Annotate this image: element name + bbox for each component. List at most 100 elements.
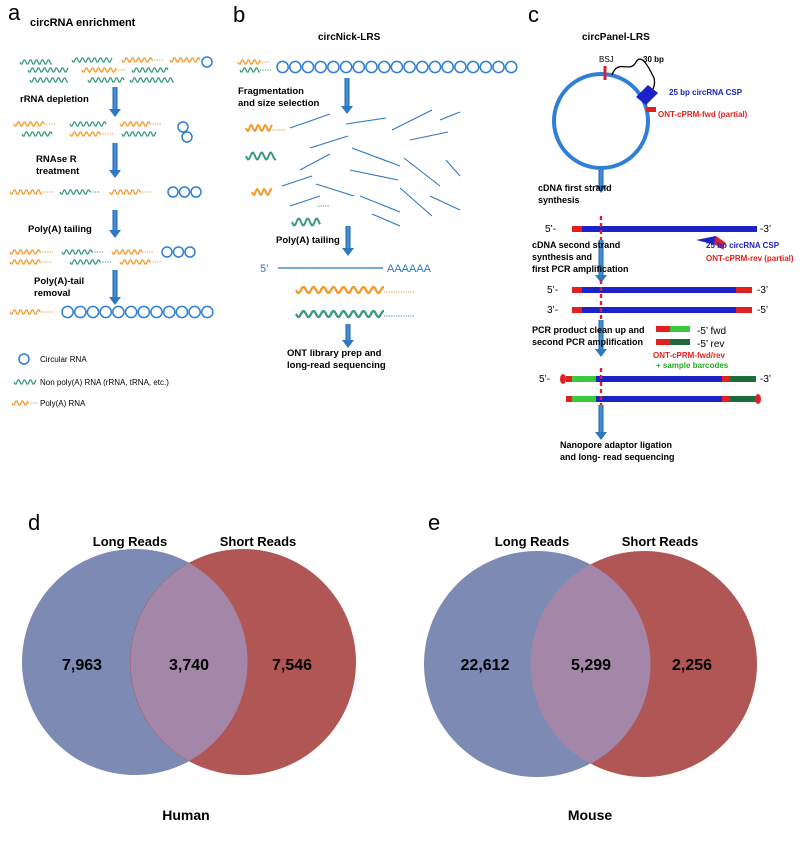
circular-rna	[352, 60, 366, 74]
rna-fragment	[309, 135, 349, 149]
process-arrow-head	[595, 432, 607, 440]
legend-polya-rna: Poly(A) RNA	[40, 399, 86, 408]
venn-e-species: Mouse	[568, 807, 613, 823]
fwd-partial-label: ONT-cPRM-fwd (partial)	[658, 110, 748, 119]
process-arrow	[112, 87, 118, 110]
adapter-red	[572, 307, 582, 313]
panel-b-title: circNick-LRS	[318, 32, 381, 43]
process-arrow	[598, 170, 604, 186]
circular-rna	[150, 305, 163, 319]
strand4-end: -3’	[760, 374, 771, 385]
adapter-red	[736, 307, 752, 313]
step-nanopore-2: and long- read sequencing	[560, 452, 675, 462]
circular-rna	[479, 60, 493, 74]
circular-rna	[454, 60, 467, 74]
process-arrow-head	[595, 349, 607, 357]
circular-rna	[178, 186, 191, 198]
process-arrow	[598, 405, 604, 433]
circular-rna	[184, 246, 196, 258]
venn-e-short-label: Short Reads	[622, 534, 699, 549]
strand1-five: 5’-	[545, 224, 556, 235]
orange-rna-strand	[9, 189, 42, 195]
venn-e-overlap	[530, 564, 651, 764]
rna-fragment	[349, 169, 399, 181]
green-rna-strand	[19, 59, 52, 65]
process-arrow	[345, 226, 351, 249]
strand2-end: -3’	[757, 285, 768, 296]
legend-circular-rna-icon	[18, 353, 30, 365]
circular-rna	[86, 305, 100, 319]
circular-rna	[162, 305, 176, 319]
circular-rna	[466, 60, 480, 74]
circular-rna	[124, 305, 138, 319]
panel-c-title: circPanel-LRS	[582, 32, 650, 43]
step-polya-removal-2: removal	[34, 288, 70, 299]
rev-partial-tag	[714, 236, 726, 249]
circrna-circle	[552, 72, 650, 170]
fwd-rev-label: ONT-cPRM-fwd/rev	[653, 351, 726, 360]
primer-red	[656, 326, 670, 332]
process-arrow	[598, 320, 604, 350]
step-cdna-second: cDNA second strand	[532, 240, 620, 250]
green-rna-strand	[245, 151, 277, 161]
green-rna-strand	[69, 121, 107, 127]
venn-d-overlap-count: 3,740	[169, 657, 209, 674]
panel-b-letter: b	[233, 2, 245, 27]
step-rnase-r-2: treatment	[36, 166, 80, 177]
circular-rna	[175, 305, 189, 319]
five-prime-label: 5’	[260, 263, 269, 275]
circular-rna	[190, 186, 202, 198]
panel-a-title: circRNA enrichment	[30, 17, 136, 29]
circular-rna	[504, 60, 518, 74]
panel-a-diagram	[9, 56, 214, 406]
green-rna-strand	[87, 77, 125, 83]
process-arrow-head	[341, 106, 353, 114]
orange-rna-strand	[295, 286, 384, 294]
rna-fragment	[391, 109, 433, 131]
strand4-five: 5’-	[539, 374, 550, 385]
step-polya-tailing: Poly(A) tailing	[28, 224, 92, 235]
barcodes-label: + sample barcodes	[656, 361, 729, 370]
step-fragmentation: Fragmentation	[238, 86, 304, 97]
venn-d-overlap	[130, 563, 248, 761]
step-size-selection: and size selection	[238, 98, 320, 109]
rna-fragment	[403, 157, 441, 187]
orange-rna-strand	[9, 249, 41, 255]
orange-rna-strand	[119, 259, 151, 265]
csp-probe	[636, 85, 658, 105]
final-strand-top	[566, 376, 756, 382]
circular-rna	[172, 246, 185, 258]
orange-rna-strand	[121, 57, 153, 63]
strand2-five: 5’-	[547, 285, 558, 296]
green-rna-strand	[239, 67, 260, 73]
rna-fragment	[315, 183, 355, 197]
circular-rna	[112, 305, 125, 319]
green-rna-strand	[295, 310, 384, 318]
strand3-end: -5’	[757, 305, 768, 316]
step-rnase-r: RNAse R	[36, 154, 77, 165]
legend-circular-rna: Circular RNA	[40, 355, 87, 364]
rna-fragment	[371, 213, 401, 227]
process-arrow-head	[342, 340, 354, 348]
venn-d-short-label: Short Reads	[220, 534, 297, 549]
rna-fragment	[345, 117, 387, 125]
circular-rna	[428, 60, 442, 74]
green-rna-strand	[59, 189, 91, 195]
orange-rna-strand	[111, 249, 143, 255]
orange-rna-strand	[251, 187, 273, 197]
adapter-red	[566, 376, 572, 382]
circular-rna	[181, 131, 193, 143]
fwd-partial-tag	[646, 107, 656, 112]
cdna-strand	[572, 226, 757, 232]
circular-rna	[167, 186, 179, 198]
process-arrow	[598, 240, 604, 276]
green-rna-strand	[61, 249, 93, 255]
orange-rna-strand	[109, 189, 141, 195]
venn-d-left-count: 7,963	[62, 657, 102, 674]
adaptor-cap	[755, 394, 761, 404]
strand1-end: -3’	[760, 224, 771, 235]
panel-a: a circRNA enrichment rRNA depletion RNAs…	[8, 0, 214, 408]
fwd-primer-label: -5’ fwd	[697, 326, 726, 337]
barcode-green	[570, 396, 596, 402]
orange-rna-strand	[245, 123, 273, 133]
